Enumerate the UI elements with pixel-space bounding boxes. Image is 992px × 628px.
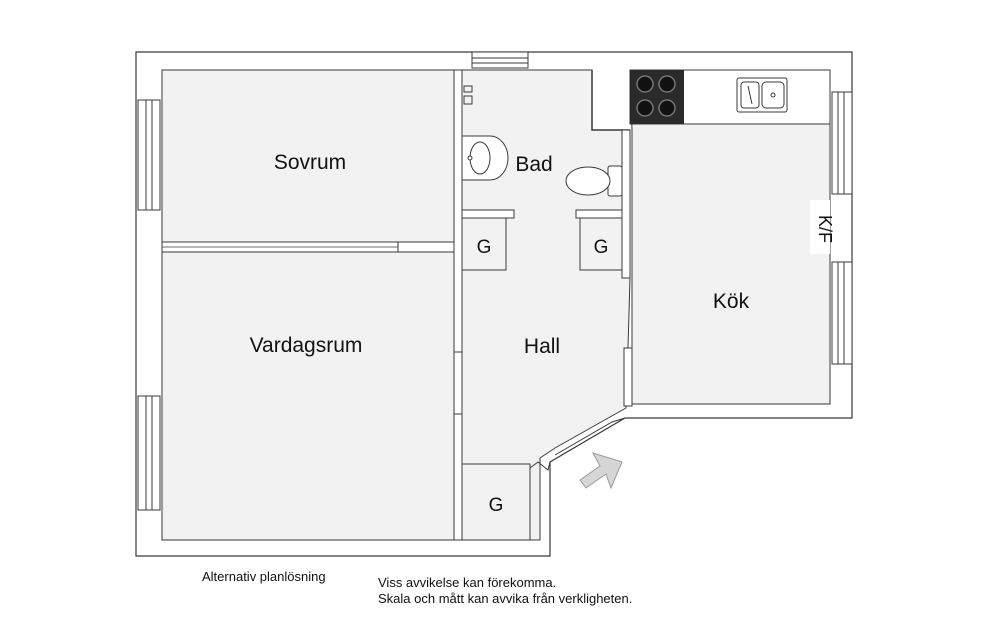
stove-icon (630, 70, 684, 124)
living-hall-wall-upper (453, 69, 463, 353)
kitchen-sink-icon (736, 77, 788, 113)
bath-bottom-wall-left (461, 209, 515, 219)
entrance-opening (554, 417, 626, 456)
toilet-icon (565, 165, 623, 197)
towel-rail-icon (463, 85, 473, 105)
entrance-wall (529, 461, 551, 471)
closet-bottom-box (461, 463, 531, 541)
fridge-freezer (810, 200, 830, 254)
bath-right-wall (591, 70, 630, 131)
closet-label-right: G (594, 237, 609, 258)
closet-label-hall: G (489, 495, 504, 516)
disclaimer-line-1: Viss avvikelse kan förekomma. (378, 575, 557, 590)
closet-left-box (461, 217, 507, 271)
kitchen-west-wall-upper (621, 129, 631, 279)
entrance-arrow-icon (579, 452, 623, 490)
closet-right-box (579, 217, 623, 271)
disclaimer-line-2: Skala och mått kan avvika från verklighe… (378, 591, 633, 606)
washbasin-icon (461, 135, 509, 181)
vardagsrum-floor (161, 251, 455, 541)
bath-bottom-wall-right (575, 209, 623, 219)
fridge-freezer-label: K/F (815, 215, 835, 243)
closet-label-left: G (477, 237, 492, 258)
kitchen-west-wall-lower (623, 347, 633, 407)
room-label-hall: Hall (524, 335, 560, 358)
living-hall-wall-lower (453, 413, 463, 541)
windows (137, 51, 853, 511)
sovrum-floor (161, 69, 455, 243)
room-label-bad: Bad (515, 153, 552, 176)
alternative-layout-caption: Alternativ planlösning (202, 569, 326, 584)
room-label-vardagsrum: Vardagsrum (250, 334, 363, 357)
room-label-sovrum: Sovrum (274, 151, 346, 174)
room-label-kok: Kök (713, 290, 750, 313)
